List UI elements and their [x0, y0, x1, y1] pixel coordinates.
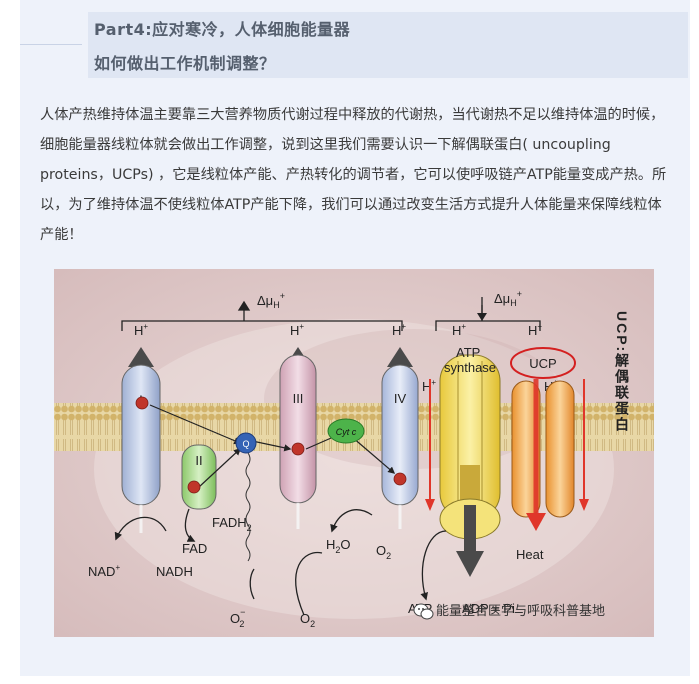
superoxide-label: O−2 — [230, 607, 245, 629]
mitochondria-diagram: ΔμH+ ΔμH+ H+ H+ H+ H+ H+ H+ H+ I II III … — [54, 269, 654, 637]
coenzyme-q — [235, 432, 257, 454]
atp-label: ATP — [456, 345, 480, 360]
section-header — [88, 12, 688, 78]
h-plus-c1: H+ — [134, 322, 148, 338]
cytc-label: Cyt c — [336, 427, 357, 437]
ucp-caption: UCP:解偶联蛋白 — [614, 311, 630, 433]
h-plus-atp-side: H+ — [422, 378, 436, 394]
wechat-icon — [413, 603, 434, 620]
o2-label: O2 — [376, 543, 391, 561]
cytochrome-c — [327, 418, 365, 444]
nadh-label: NADH — [156, 564, 193, 579]
h-plus-ucp: H+ — [528, 322, 542, 338]
complex-iii — [279, 354, 317, 504]
complex-ii-label: II — [195, 453, 202, 468]
complex-iv-label: IV — [394, 391, 407, 406]
ucp-highlight-circle — [510, 347, 576, 379]
h2o-label: H2O — [326, 537, 351, 555]
article-paragraph: 人体产热维持体温主要靠三大营养物质代谢过程中释放的代谢热，当代谢热不足以维持体温… — [40, 107, 667, 243]
h-plus-atp: H+ — [452, 322, 466, 338]
heat-label: Heat — [516, 547, 544, 562]
h-plus-c4: H+ — [392, 322, 406, 338]
section-title-line1: Part4:应对寒冷，人体细胞能量器 — [94, 20, 351, 39]
atp-synthase — [439, 354, 501, 577]
electrons — [135, 396, 407, 494]
header-divider — [20, 44, 82, 45]
fad-label: FAD — [182, 541, 207, 556]
delta-mu-left: ΔμH+ — [257, 291, 285, 310]
complex-ii — [181, 444, 217, 510]
h-plus-c3: H+ — [290, 322, 304, 338]
ucp-label: UCP — [529, 356, 556, 371]
section-title-line2: 如何做出工作机制调整？ — [94, 54, 276, 73]
complex-iii-label: III — [293, 391, 304, 406]
delta-mu-right: ΔμH+ — [494, 289, 522, 308]
adp-label: ADP + Pi — [462, 601, 515, 616]
proton-gradient-left — [121, 300, 403, 331]
nad-label: NAD+ — [88, 563, 120, 579]
watermark: 能量整合医学与呼吸科普基地 — [413, 603, 605, 620]
synthase-label: synthase — [444, 360, 496, 375]
ucp-protein — [511, 380, 575, 518]
ros-leak-path — [245, 452, 251, 562]
complex-i — [121, 364, 161, 506]
o2-bottom-label: O2 — [300, 611, 315, 629]
heat-arrows — [425, 379, 589, 531]
watermark-text: 能量整合医学与呼吸科普基地 — [436, 603, 605, 618]
fadh2-label: FADH2 — [212, 515, 252, 533]
q-label: Q — [242, 439, 249, 449]
